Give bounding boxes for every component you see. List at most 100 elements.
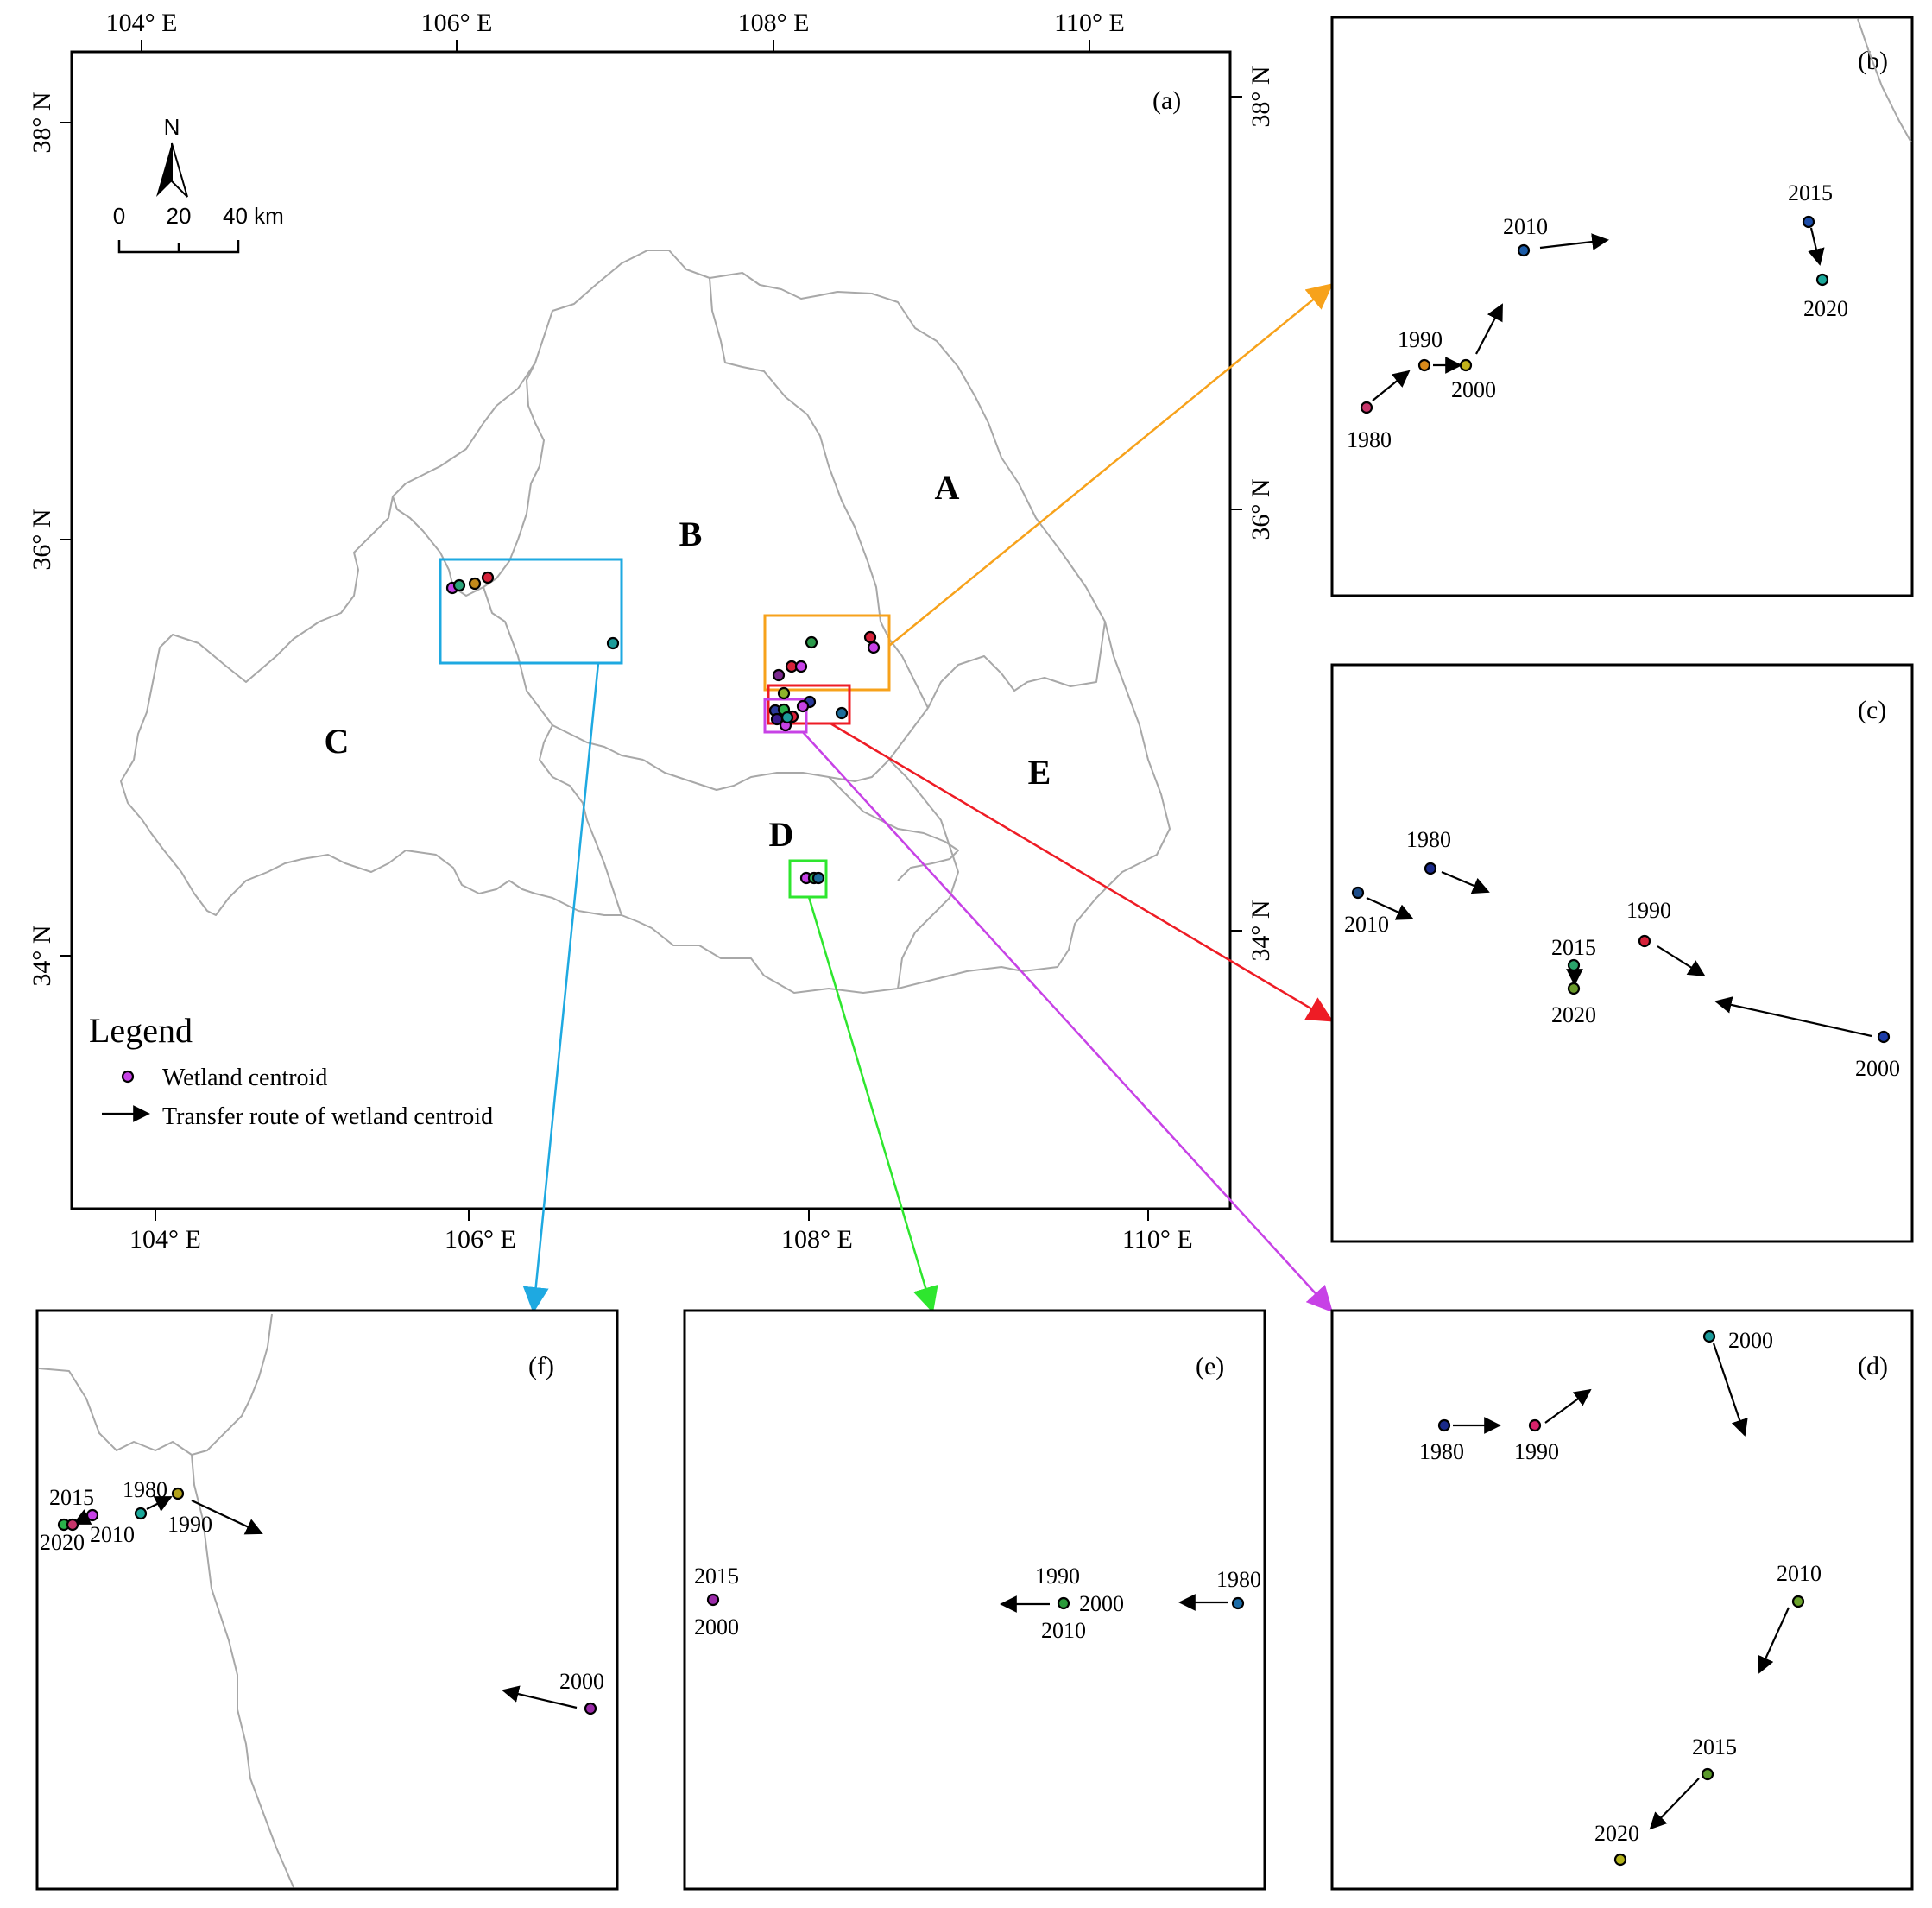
year-b-1990: 1990 [1398, 327, 1443, 352]
centroid-b-2020 [1815, 273, 1829, 287]
bottom-longitude-ticks: 104° E 106° E 108° E 110° E [129, 1209, 1193, 1254]
region-label-b: B [679, 515, 703, 553]
zoom-box-b [763, 614, 891, 692]
year-b-2010: 2010 [1503, 214, 1548, 239]
zoom-box-e [788, 859, 828, 899]
panel-label-d: (d) [1858, 1352, 1888, 1380]
zoom-box-c [767, 684, 851, 725]
inset-c-frame [1330, 663, 1914, 1243]
year-d-1990: 1990 [1514, 1439, 1559, 1464]
connector-e [807, 896, 938, 1313]
year-f-2015: 2015 [49, 1485, 94, 1510]
boundary-a-e [927, 621, 1106, 709]
basin-outline [120, 250, 1171, 994]
panel-label-a: (a) [1152, 86, 1181, 115]
main-map: 104° E 106° E 108° E 110° E 104° E 106° … [28, 9, 1275, 1254]
map-centroid [835, 706, 849, 720]
inset-f-frame [35, 1309, 619, 1891]
top-lon-110: 110° E [1054, 9, 1125, 37]
centroid-f-2020 [66, 1518, 79, 1532]
inset-b-frame [1330, 16, 1914, 597]
inset-f: (f) 2015 2020 2010 1980 1990 2000 [35, 1309, 619, 1891]
centroid-f-2000 [584, 1702, 597, 1715]
zoom-box-d [763, 698, 808, 734]
year-e-2010: 2010 [1041, 1618, 1086, 1643]
centroid-d-2015 [1701, 1767, 1714, 1781]
centroid-c-2000 [1877, 1030, 1891, 1044]
scale-label-40km: 40 km [223, 203, 284, 229]
inset-f-boundary-1 [38, 1368, 193, 1456]
legend-centroid-label: Wetland centroid [162, 1065, 327, 1091]
boundary-c-d [539, 724, 622, 916]
connector-arrows [522, 283, 1334, 1313]
right-lat-38: 38° N [1247, 66, 1275, 127]
left-lat-36: 36° N [28, 509, 56, 570]
boundary-b-d [642, 707, 929, 791]
connector-d [802, 731, 1334, 1313]
legend-centroid-dot [121, 1070, 135, 1084]
centroid-c-2010 [1351, 886, 1365, 900]
year-d-2015: 2015 [1692, 1734, 1737, 1760]
map-centroid [794, 660, 808, 673]
region-label-d: D [769, 815, 794, 854]
connector-f [522, 662, 600, 1313]
year-f-2010: 2010 [90, 1522, 135, 1547]
centroid-c-2020 [1567, 982, 1581, 995]
year-e-2015: 2015 [694, 1564, 739, 1589]
inset-e: (e) 2015 2000 1990 2000 2010 1980 [683, 1309, 1266, 1891]
legend: Legend Wetland centroid Transfer route o… [89, 1011, 493, 1130]
scale-label-0: 0 [113, 203, 125, 229]
map-centroid [468, 577, 482, 591]
boundary-d-e [888, 759, 959, 989]
year-f-1990: 1990 [167, 1512, 212, 1537]
centroid-c-2015 [1567, 958, 1581, 972]
map-centroid [796, 699, 810, 713]
map-centroid [780, 711, 794, 724]
top-lon-106: 106° E [421, 9, 493, 37]
year-c-1980: 1980 [1406, 827, 1451, 852]
bottom-lon-110: 110° E [1122, 1225, 1193, 1254]
inset-d: (d) 2000 1980 1990 2010 2015 2020 [1330, 1309, 1914, 1891]
top-longitude-ticks: 104° E 106° E 108° E 110° E [106, 9, 1125, 52]
connector-c [830, 722, 1334, 1022]
zoom-box-f [439, 558, 623, 665]
left-latitude-ticks: 38° N 36° N 34° N [28, 92, 72, 987]
year-f-2000: 2000 [559, 1669, 604, 1694]
centroid-d-1990 [1528, 1418, 1542, 1432]
top-lon-108: 108° E [738, 9, 810, 37]
main-map-centroids [445, 571, 881, 885]
inset-f-boundary-2 [191, 1313, 294, 1888]
year-c-2000: 2000 [1855, 1056, 1900, 1081]
centroid-b-1980 [1360, 401, 1373, 414]
region-boundaries [120, 250, 1171, 994]
centroid-e-2015-2000 [706, 1593, 720, 1607]
centroid-d-2010 [1791, 1595, 1805, 1608]
centroid-e-1980 [1231, 1596, 1245, 1610]
boundary-d-inner [828, 776, 959, 881]
centroid-f-1990 [134, 1507, 148, 1520]
legend-route-label: Transfer route of wetland centroid [162, 1103, 493, 1130]
centroid-b-2015 [1802, 215, 1815, 229]
scale-label-20: 20 [167, 203, 192, 229]
centroid-f-2010 [85, 1508, 99, 1522]
inset-d-frame [1330, 1309, 1914, 1891]
year-d-1980: 1980 [1419, 1439, 1464, 1464]
right-lat-34: 34° N [1247, 900, 1275, 961]
left-lat-38: 38° N [28, 92, 56, 153]
year-c-2010: 2010 [1344, 912, 1389, 937]
legend-title: Legend [89, 1011, 193, 1050]
year-b-2000: 2000 [1451, 377, 1496, 402]
year-e-1980: 1980 [1216, 1567, 1261, 1592]
top-lon-104: 104° E [106, 9, 178, 37]
year-b-2020: 2020 [1803, 296, 1848, 321]
year-e-1990: 1990 [1035, 1564, 1080, 1589]
year-f-2020: 2020 [40, 1530, 85, 1555]
map-centroid [452, 578, 466, 592]
region-label-c: C [325, 722, 350, 761]
bottom-lon-104: 104° E [129, 1225, 201, 1254]
panel-label-e: (e) [1196, 1352, 1224, 1380]
year-c-2020: 2020 [1551, 1002, 1596, 1027]
boundary-b-c-lower [483, 586, 644, 761]
inset-b: (b) 1980 1990 2000 2010 2015 2020 [1330, 16, 1914, 597]
